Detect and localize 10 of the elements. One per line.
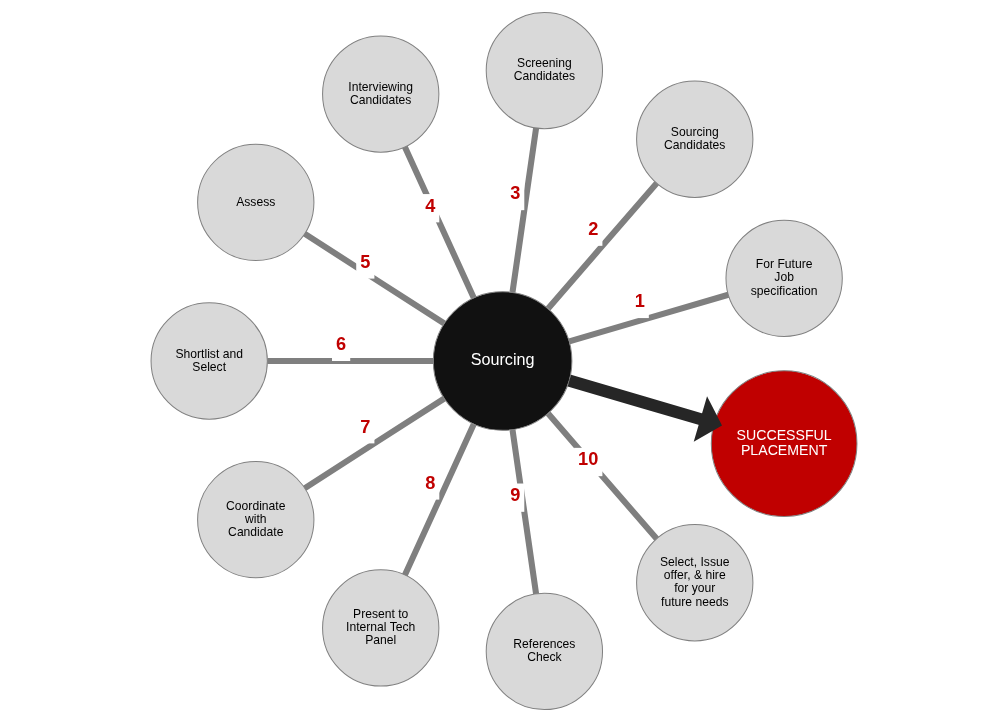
edge-label: 8 (425, 472, 436, 493)
edge-label: 5 (360, 251, 371, 272)
edge-label: 1 (634, 291, 645, 312)
edge-label: 2 (588, 219, 599, 240)
edge-label: 9 (510, 485, 521, 506)
edge-label: 6 (336, 334, 347, 355)
edge-label: 7 (360, 416, 371, 437)
edge-label: 10 (578, 449, 599, 470)
edge-label: 4 (425, 195, 436, 216)
edge-label: 3 (510, 183, 521, 204)
